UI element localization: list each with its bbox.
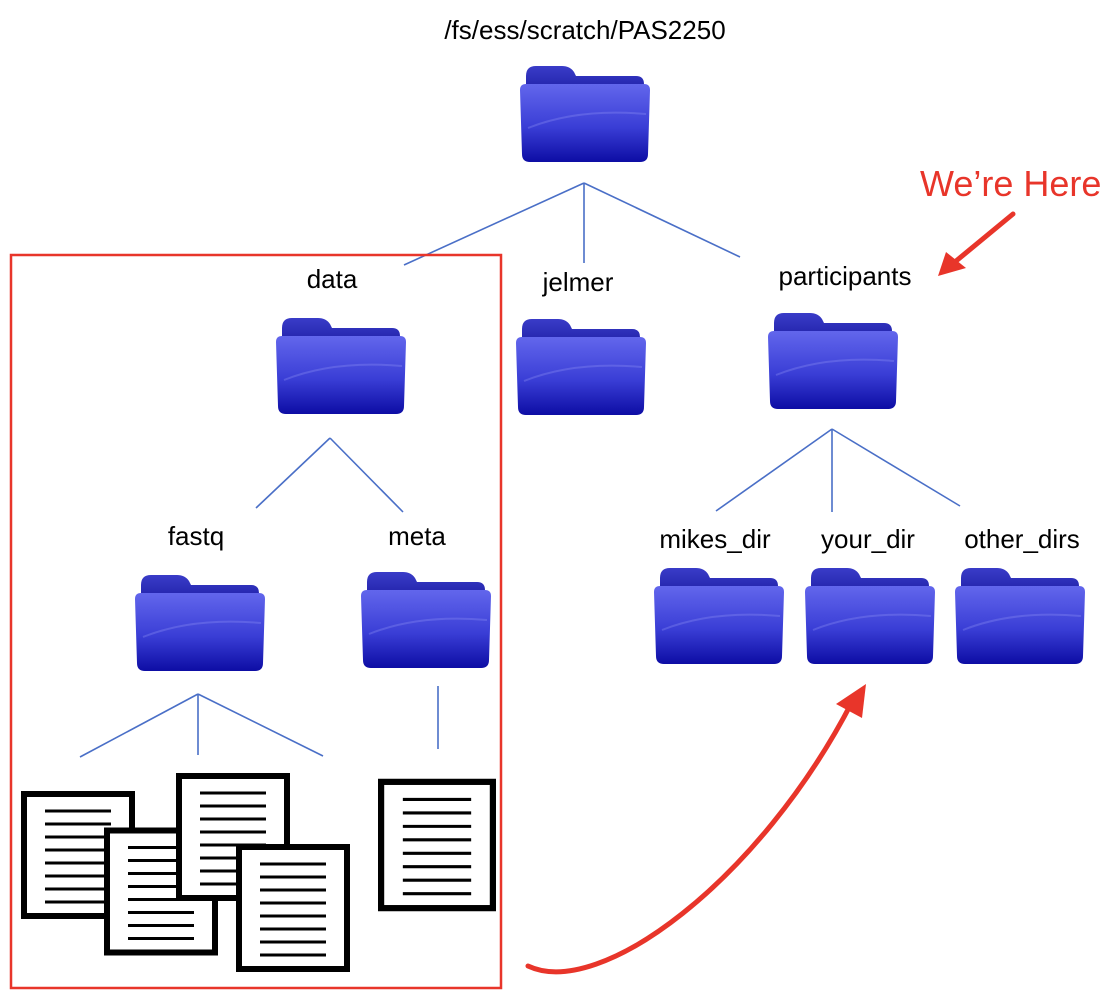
mikes-dir-folder-label: mikes_dir	[659, 524, 771, 554]
folder-icon-root	[519, 65, 651, 162]
meta-folder-label: meta	[388, 521, 446, 551]
edge-fastq-file1	[79, 693, 199, 758]
edge-root-participants	[583, 182, 741, 258]
edge-participants-mikes	[715, 428, 833, 512]
fastq-folder-label: fastq	[167, 521, 225, 551]
data-folder-label: data	[306, 264, 358, 294]
were-here-arrow-head	[938, 252, 966, 276]
curved-arrow	[525, 699, 855, 975]
other-dirs-folder-label: other_dirs	[964, 524, 1080, 554]
your-dir-folder-label: your_dir	[821, 524, 915, 554]
data-highlight-box	[9, 253, 503, 990]
folder-icon-data	[275, 317, 407, 414]
root-folder-label: /fs/ess/scratch/PAS2250	[444, 15, 726, 45]
file-icon-4	[239, 847, 347, 969]
folder-icon-other-dirs	[954, 567, 1086, 664]
were-here-arrow	[947, 211, 1016, 269]
folder-icon-your-dir	[804, 567, 936, 664]
folder-icon-fastq	[134, 574, 266, 671]
curved-arrow-head	[836, 684, 866, 718]
edge-data-fastq	[255, 437, 331, 509]
edge-root-data	[403, 182, 585, 266]
edge-participants-other	[831, 428, 961, 507]
folder-icon-meta	[360, 571, 492, 668]
were-here-annotation: We’re Here	[920, 163, 1102, 204]
folder-icon-jelmer	[515, 318, 647, 415]
edge-fastq-file3	[197, 693, 324, 757]
folder-icon-participants	[767, 312, 899, 409]
connector-lines	[79, 182, 961, 758]
jelmer-folder-label: jelmer	[542, 267, 614, 297]
edge-data-meta	[329, 437, 404, 513]
participants-folder-label: participants	[778, 261, 912, 291]
folder-icon-mikes-dir	[653, 567, 785, 664]
file-icon-meta	[381, 782, 493, 908]
